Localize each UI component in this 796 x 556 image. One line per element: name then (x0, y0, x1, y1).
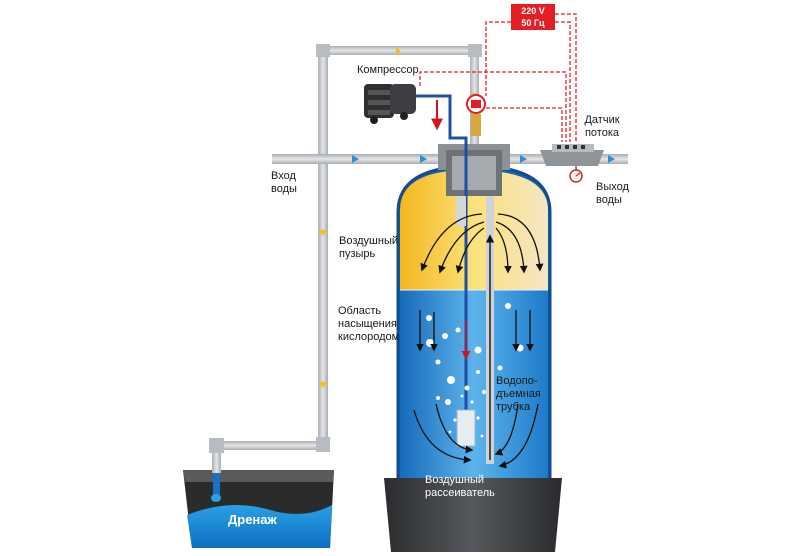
water-outlet-label-line1: Выход (596, 181, 629, 193)
drain-basin (183, 470, 334, 548)
compressor-label: Компрессор (357, 64, 419, 76)
oxygen-zone-label: Область насыщения кислородом (338, 305, 399, 344)
drain-label: Дренаж (228, 512, 277, 527)
water-outlet-label-line2: воды (596, 194, 622, 206)
power-voltage: 220 V (521, 6, 545, 16)
flow-arrow-icon (608, 155, 615, 163)
drain-pipe (209, 44, 478, 473)
power-wires (419, 13, 577, 142)
flow-arrow-icon (420, 155, 427, 163)
air-diffuser-label-line2: рассеиватель (425, 487, 495, 499)
flow-sensor-label-line2: потока (584, 127, 620, 139)
power-supply-badge: 220 V 50 Гц (511, 4, 555, 30)
aeration-tank (396, 164, 552, 486)
flow-sensor-label-line1: Датчик (584, 114, 620, 126)
oxygen-zone-label-line2: насыщения (338, 318, 397, 330)
riser-tube (485, 196, 495, 464)
water-outlet-label: Выход воды (596, 181, 629, 207)
flow-arrow-icon (520, 155, 527, 163)
riser-tube-label: Водопо- дъемная трубка (496, 375, 541, 414)
flow-sensor-label: Датчик потока (570, 114, 634, 140)
riser-tube-label-line1: Водопо- (496, 375, 538, 387)
air-bubbles (426, 303, 524, 438)
water-inlet-label-line1: Вход (271, 170, 296, 182)
flow-sensor-icon (540, 144, 604, 183)
power-frequency: 50 Гц (521, 18, 545, 28)
tank-base (384, 478, 562, 552)
water-inlet-label-line2: воды (271, 183, 297, 195)
oxygen-zone-label-line3: кислородом (338, 331, 400, 343)
flow-arrow-icon (319, 230, 327, 236)
riser-tube-label-line3: трубка (496, 401, 531, 413)
water-inlet-label: Вход воды (271, 170, 297, 196)
air-diffuser (456, 409, 476, 447)
riser-tube-label-line2: дъемная (496, 388, 541, 400)
control-valve-head (438, 144, 510, 196)
flow-arrow-icon (319, 382, 327, 388)
flow-arrow-icon (396, 47, 401, 55)
inlet-pipe (272, 154, 442, 164)
solenoid-valve-icon (466, 94, 486, 136)
air-diffuser-label: Воздушный рассеиватель (425, 474, 495, 500)
oxygen-zone-label-line1: Область (338, 305, 382, 317)
flow-arrow-icon (352, 155, 359, 163)
compressor-icon (364, 84, 443, 131)
air-diffuser-label-line1: Воздушный (425, 474, 485, 486)
air-bubble-label-line2: пузырь (339, 248, 376, 260)
air-bubble-label: Воздушный пузырь (339, 235, 398, 261)
air-bubble-label-line1: Воздушный (339, 235, 399, 247)
air-line (410, 94, 471, 430)
circulation-arrows (413, 213, 544, 469)
